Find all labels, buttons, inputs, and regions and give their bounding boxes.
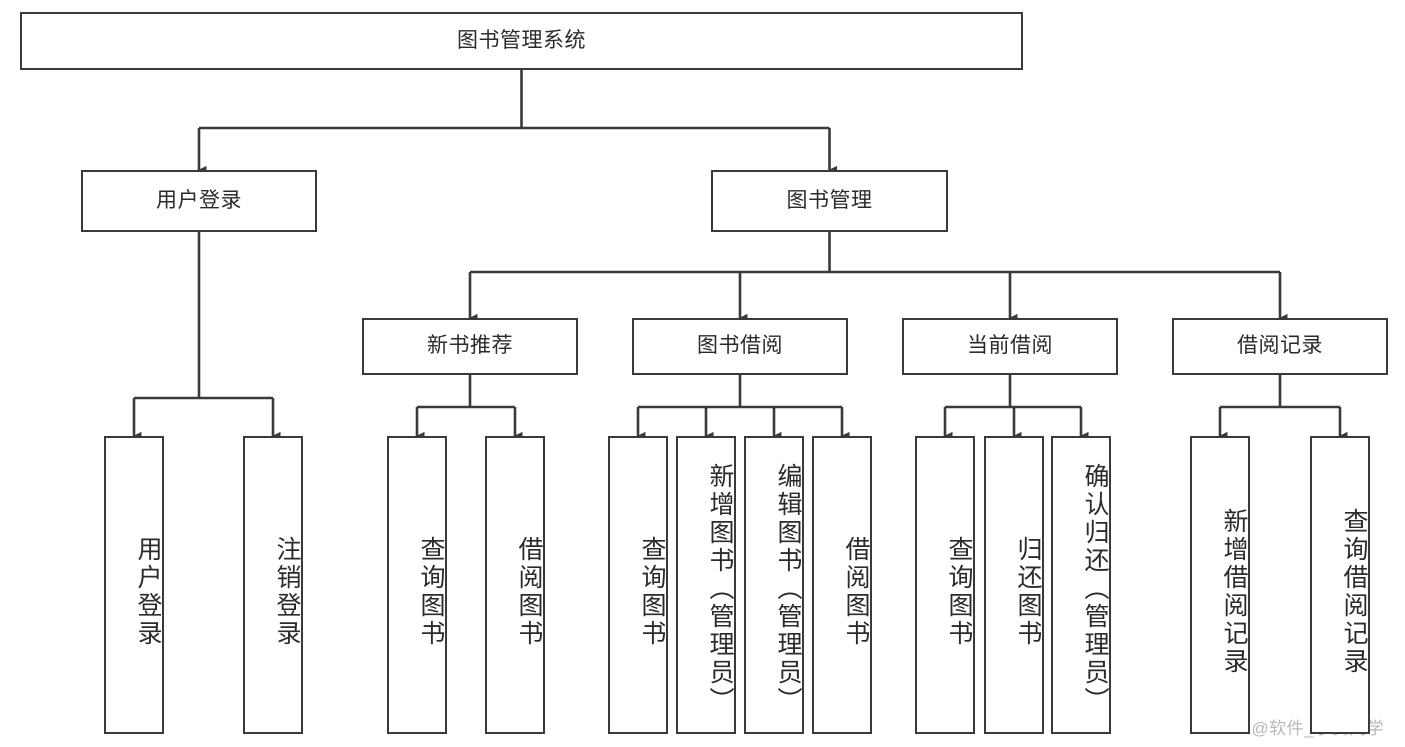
node-l3_0[interactable]: 新书推荐 <box>362 318 578 375</box>
node-label: 编辑图书（管理员） <box>774 463 802 715</box>
node-label: 用户登录 <box>156 188 242 212</box>
node-l3_2[interactable]: 当前借阅 <box>902 318 1118 375</box>
node-leaf_2[interactable]: 查询图书 <box>387 436 447 734</box>
node-label: 图书管理系统 <box>457 28 586 52</box>
node-root[interactable]: 图书管理系统 <box>20 12 1023 70</box>
node-label: 借阅记录 <box>1237 334 1323 358</box>
node-leaf_7[interactable]: 借阅图书 <box>812 436 872 734</box>
node-label: 图书管理 <box>786 188 873 212</box>
node-label: 图书借阅 <box>697 334 783 358</box>
node-label: 查询图书 <box>945 536 973 648</box>
node-leaf_4[interactable]: 查询图书 <box>608 436 668 734</box>
node-label: 新书推荐 <box>427 334 513 358</box>
node-leaf_12[interactable]: 查询借阅记录 <box>1310 436 1370 734</box>
node-label: 归还图书 <box>1014 536 1042 648</box>
node-leaf_11[interactable]: 新增借阅记录 <box>1190 436 1250 734</box>
node-l3_3[interactable]: 借阅记录 <box>1172 318 1388 375</box>
node-label: 查询图书 <box>417 536 445 648</box>
node-label: 查询图书 <box>638 536 666 648</box>
node-label: 借阅图书 <box>515 536 543 648</box>
node-l2_0[interactable]: 用户登录 <box>81 170 317 232</box>
node-leaf_1[interactable]: 注销登录 <box>243 436 303 734</box>
node-label: 注销登录 <box>273 536 301 648</box>
node-leaf_3[interactable]: 借阅图书 <box>485 436 545 734</box>
node-leaf_0[interactable]: 用户登录 <box>104 436 164 734</box>
node-leaf_10[interactable]: 确认归还（管理员） <box>1051 436 1111 734</box>
node-leaf_8[interactable]: 查询图书 <box>915 436 975 734</box>
node-leaf_9[interactable]: 归还图书 <box>984 436 1044 734</box>
node-label: 查询借阅记录 <box>1340 508 1368 676</box>
node-label: 新增图书（管理员） <box>706 463 734 715</box>
node-leaf_6[interactable]: 编辑图书（管理员） <box>744 436 804 734</box>
node-label: 当前借阅 <box>967 334 1053 358</box>
node-label: 新增借阅记录 <box>1220 508 1248 676</box>
node-label: 确认归还（管理员） <box>1081 463 1109 715</box>
node-label: 用户登录 <box>134 536 162 648</box>
node-leaf_5[interactable]: 新增图书（管理员） <box>676 436 736 734</box>
node-label: 借阅图书 <box>842 536 870 648</box>
node-l2_1[interactable]: 图书管理 <box>711 170 948 232</box>
node-l3_1[interactable]: 图书借阅 <box>632 318 848 375</box>
